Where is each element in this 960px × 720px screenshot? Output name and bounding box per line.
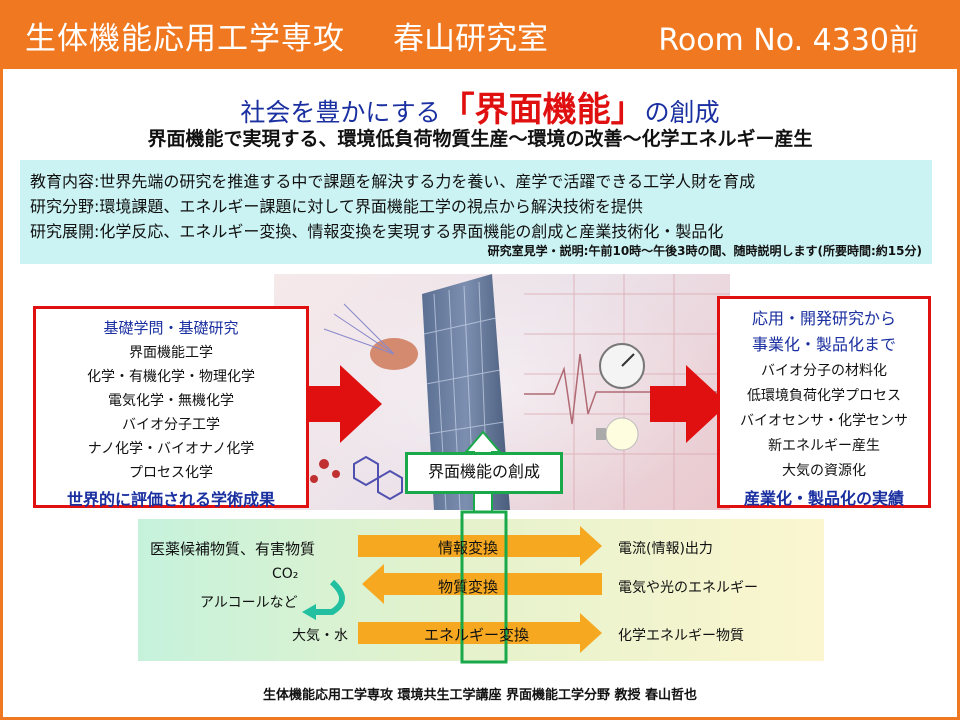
right-item-1: バイオ分子の材料化: [761, 363, 887, 379]
room-number: Room No. 4330前: [658, 23, 919, 58]
right-item-2: 低環境負荷化学プロセス: [747, 388, 901, 404]
conv-right-1: 電流(情報)出力: [618, 541, 713, 557]
conv-left-1: 医薬候補物質、有害物質: [150, 540, 316, 558]
title-highlight: 「界面機能」: [440, 90, 645, 130]
right-item-5: 大気の資源化: [782, 463, 866, 479]
lab-name: 春山研究室: [393, 21, 548, 57]
left-panel: 基礎学問・基礎研究 界面機能工学 化学・有機化学・物理化学 電気化学・無機化学 …: [33, 306, 309, 509]
conv-right-3: 化学エネルギー物質: [618, 628, 744, 644]
title-prefix: 社会を豊かにする: [240, 98, 441, 127]
center-label: 界面機能の創成: [405, 452, 563, 494]
info-education: 教育内容:世界先端の研究を推進する中で課題を解決する力を養い、産学で活躍できる工…: [30, 172, 756, 191]
conv-arrow-3: エネルギー変換: [424, 626, 530, 644]
conv-arrow-1: 情報変換: [438, 539, 499, 557]
right-item-3: バイオセンサ・化学センサ: [740, 413, 908, 429]
left-panel-title: 基礎学問・基礎研究: [103, 319, 239, 337]
conv-extra-left: アルコールなど: [200, 595, 298, 611]
title-suffix: の創成: [644, 98, 720, 127]
department-name: 生体機能応用工学専攻: [25, 21, 345, 57]
page-subtitle: 界面機能で実現する、環境低負荷物質生産～環境の改善～化学エネルギー産生: [147, 128, 813, 150]
left-item-6: プロセス化学: [129, 465, 213, 481]
left-panel-footer: 世界的に評価される学術成果: [66, 490, 275, 509]
conv-left-2: CO₂: [272, 566, 299, 582]
visit-note: 研究室見学・説明:午前10時～午後3時の間、随時説明します(所要時間:約15分): [487, 244, 922, 258]
left-item-3: 電気化学・無機化学: [108, 393, 234, 409]
right-panel-title-2: 事業化・製品化まで: [751, 335, 896, 354]
conv-right-2: 電気や光のエネルギー: [618, 580, 758, 596]
left-item-2: 化学・有機化学・物理化学: [87, 369, 255, 385]
page-title: 社会を豊かにする「界面機能」の創成: [0, 82, 960, 131]
info-development: 研究展開:化学反応、エネルギー変換、情報変換を実現する界面機能の創成と産業技術化…: [30, 222, 724, 241]
left-item-5: ナノ化学・バイオナノ化学: [87, 441, 255, 457]
right-panel-title-1: 応用・開発研究から: [751, 309, 896, 328]
left-item-4: バイオ分子工学: [122, 417, 220, 433]
conv-arrow-2: 物質変換: [438, 578, 499, 596]
info-box: 教育内容:世界先端の研究を推進する中で課題を解決する力を養い、産学で活躍できる工…: [20, 160, 932, 264]
header-bar: 生体機能応用工学専攻 春山研究室 Room No. 4330前: [3, 3, 957, 69]
conv-left-3: 大気・水: [292, 628, 348, 644]
right-panel: 応用・開発研究から 事業化・製品化まで バイオ分子の材料化 低環境負荷化学プロセ…: [717, 296, 931, 508]
right-item-4: 新エネルギー産生: [768, 438, 880, 454]
right-panel-footer: 産業化・製品化の実績: [743, 489, 904, 508]
info-field: 研究分野:環境課題、エネルギー課題に対して界面機能工学の視点から解決技術を提供: [30, 197, 643, 216]
left-item-1: 界面機能工学: [129, 345, 213, 361]
footer-credit: 生体機能応用工学専攻 環境共生工学講座 界面機能工学分野 教授 春山哲也: [262, 688, 698, 703]
